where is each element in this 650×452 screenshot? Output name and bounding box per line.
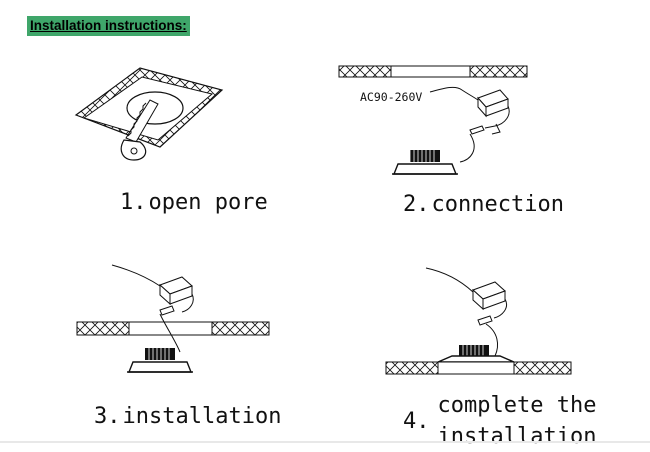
step-number: 3. xyxy=(94,404,121,429)
step3-caption: 3.installation xyxy=(94,404,281,429)
ceiling-panel-right xyxy=(513,361,572,375)
ceiling-panel-left xyxy=(338,65,392,78)
step-label: open pore xyxy=(148,190,268,215)
section-title: Installation instructions: xyxy=(27,16,190,36)
step4-illustration xyxy=(385,267,572,375)
driver-box-icon xyxy=(159,276,193,306)
divider xyxy=(0,441,650,443)
step-label: connection xyxy=(431,192,564,217)
downlight-icon xyxy=(392,150,458,175)
step-label: installation xyxy=(122,404,282,429)
step-label-line1: complete the xyxy=(437,393,597,418)
voltage-label: AC90-260V xyxy=(360,90,423,104)
ceiling-panel-left xyxy=(76,321,130,336)
step-number: 1. xyxy=(120,190,147,215)
downlight-icon xyxy=(127,348,193,373)
step2-illustration xyxy=(338,65,528,175)
step-label-line2: installation xyxy=(437,424,597,449)
step2-caption: 2.connection xyxy=(403,192,564,217)
driver-box-icon xyxy=(472,281,506,311)
hole-saw-icon xyxy=(120,99,159,161)
step-number: 2. xyxy=(403,192,430,217)
ceiling-panel-left xyxy=(385,361,439,375)
step1-illustration xyxy=(74,67,224,161)
step1-caption: 1.open pore xyxy=(120,190,268,215)
ceiling-panel-right xyxy=(469,65,528,78)
driver-box-icon xyxy=(477,89,509,118)
step3-illustration xyxy=(76,264,270,373)
step-number: 4. xyxy=(403,408,430,434)
ceiling-panel-right xyxy=(211,321,270,336)
